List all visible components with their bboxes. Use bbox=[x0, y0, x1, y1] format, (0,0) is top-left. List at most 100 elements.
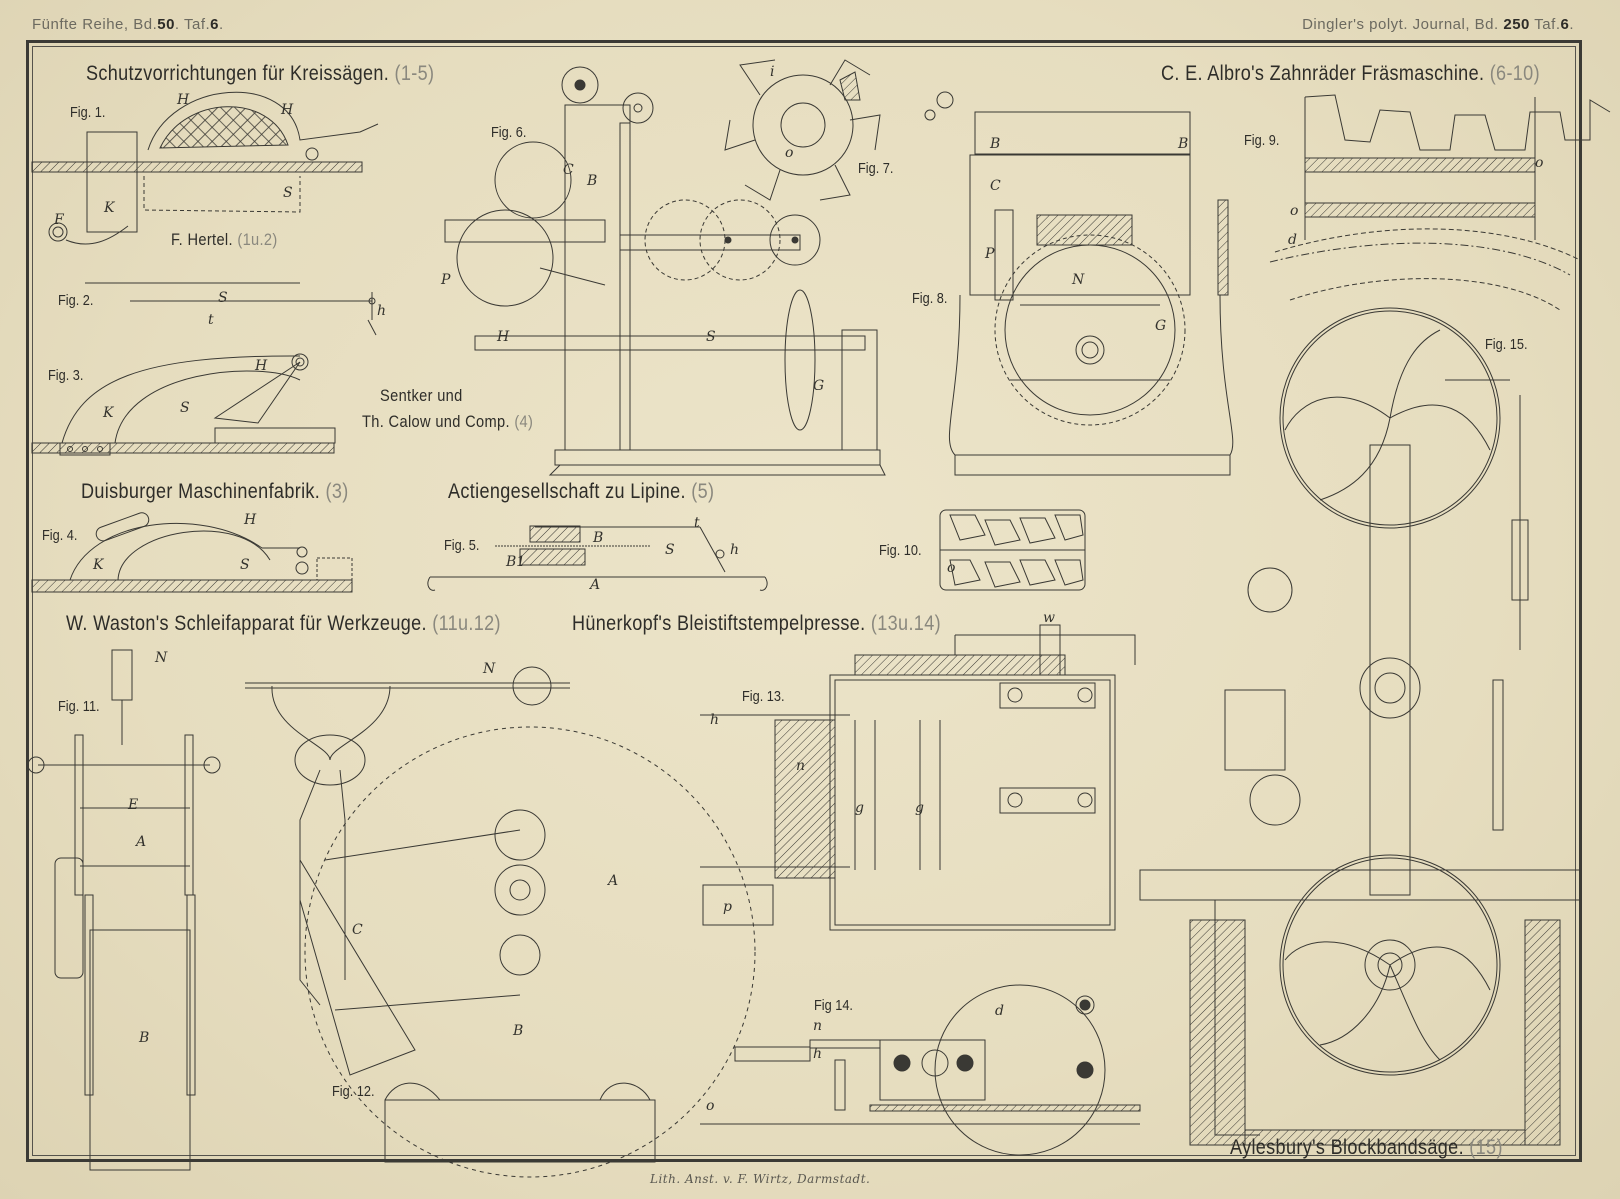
fig-label-13: Fig. 13. bbox=[742, 688, 785, 705]
part-label: t bbox=[208, 312, 214, 328]
part-label: n bbox=[796, 758, 806, 774]
part-label: p bbox=[723, 899, 732, 915]
part-label: B1 bbox=[506, 554, 526, 570]
title-ref: (11u.12) bbox=[432, 612, 501, 635]
plate-border bbox=[26, 40, 1582, 1162]
section-title-sentker: Sentker und bbox=[380, 386, 463, 406]
part-label: H bbox=[497, 329, 510, 345]
fig-label-6: Fig. 6. bbox=[491, 124, 527, 141]
title-text: Schutzvorrichtungen für Kreissägen. bbox=[86, 62, 390, 85]
section-title-circular-saw-guards: Schutzvorrichtungen für Kreissägen. (1-5… bbox=[86, 62, 434, 86]
plate-prefix: . Taf. bbox=[174, 16, 211, 33]
title-ref: (1u.2) bbox=[237, 230, 278, 249]
fig9-drawing bbox=[1270, 95, 1610, 310]
title-text: F. Hertel. bbox=[171, 230, 233, 249]
part-label: h bbox=[730, 542, 740, 558]
fig-label-2: Fig. 2. bbox=[58, 292, 94, 309]
part-label: o bbox=[1535, 155, 1544, 171]
part-label: o bbox=[706, 1098, 715, 1114]
part-label: d bbox=[995, 1003, 1004, 1019]
fig-label-1: Fig. 1. bbox=[70, 104, 106, 121]
fig5-drawing bbox=[428, 526, 767, 590]
section-title-huenerkopf: Hünerkopf's Bleistiftstempelpresse. (13u… bbox=[572, 612, 941, 636]
section-title-hertel: F. Hertel. (1u.2) bbox=[171, 230, 278, 250]
part-label: H bbox=[177, 92, 190, 108]
fig15-drawing bbox=[1140, 308, 1580, 1145]
part-label: h bbox=[813, 1046, 823, 1062]
part-label: F bbox=[54, 212, 64, 228]
fig-label-5: Fig. 5. bbox=[444, 537, 480, 554]
fig-label-10: Fig. 10. bbox=[879, 542, 922, 559]
section-title-aylesbury: Aylesbury's Blockbandsäge. (15) bbox=[1230, 1136, 1503, 1160]
fig7-drawing bbox=[725, 60, 880, 200]
fig-label-11: Fig. 11. bbox=[58, 698, 100, 715]
part-label: w bbox=[1043, 610, 1055, 626]
fig-label-8: Fig. 8. bbox=[912, 290, 948, 307]
part-label: C bbox=[990, 178, 1001, 194]
section-title-albro: C. E. Albro's Zahnräder Fräsmaschine. (6… bbox=[1161, 62, 1540, 86]
header-right: Dingler's polyt. Journal, Bd. 250 Taf.6. bbox=[1302, 16, 1574, 33]
title-text: Hünerkopf's Bleistiftstempelpresse. bbox=[572, 612, 866, 635]
section-title-lipine: Actiengesellschaft zu Lipine. (5) bbox=[448, 480, 714, 504]
part-label: S bbox=[218, 290, 228, 306]
title-ref: (3) bbox=[325, 480, 349, 503]
journal-text: Dingler's polyt. Journal, Bd. bbox=[1302, 16, 1499, 33]
part-label: C bbox=[352, 922, 363, 938]
title-ref: (1-5) bbox=[394, 62, 435, 85]
fig-label-12: Fig. 12. bbox=[332, 1083, 375, 1100]
part-label: A bbox=[136, 834, 147, 850]
part-label: E bbox=[128, 797, 139, 813]
section-title-waston: W. Waston's Schleifapparat für Werkzeuge… bbox=[66, 612, 501, 636]
section-title-duisburger: Duisburger Maschinenfabrik. (3) bbox=[81, 480, 349, 504]
part-label: S bbox=[665, 542, 675, 558]
title-text: Th. Calow und Comp. bbox=[362, 412, 510, 431]
journal-plate-number: 6 bbox=[1560, 16, 1570, 33]
title-text: Aylesbury's Blockbandsäge. bbox=[1230, 1136, 1464, 1159]
series-text: Fünfte Reihe, Bd. bbox=[32, 16, 158, 33]
fig11-drawing bbox=[28, 650, 220, 1170]
title-text: C. E. Albro's Zahnräder Fräsmaschine. bbox=[1161, 62, 1485, 85]
part-label: B bbox=[513, 1023, 524, 1039]
part-label: N bbox=[155, 650, 168, 666]
part-label: K bbox=[103, 405, 114, 421]
fig1-drawing bbox=[32, 92, 378, 244]
fig-label-4: Fig. 4. bbox=[42, 527, 78, 544]
plate-number: 6 bbox=[210, 16, 220, 33]
part-label: C bbox=[563, 162, 574, 178]
fig-label-9: Fig. 9. bbox=[1244, 132, 1280, 149]
title-ref: (6-10) bbox=[1489, 62, 1540, 85]
fig-label-3: Fig. 3. bbox=[48, 367, 84, 384]
part-label: g bbox=[915, 800, 924, 816]
part-label: h bbox=[710, 712, 720, 728]
part-label: H bbox=[281, 102, 294, 118]
part-label: G bbox=[813, 378, 825, 394]
fig-label-15: Fig. 15. bbox=[1485, 336, 1528, 353]
fig12-drawing bbox=[245, 667, 755, 1177]
title-ref: (15) bbox=[1469, 1136, 1503, 1159]
title-ref: (13u.14) bbox=[870, 612, 941, 635]
lithographer-credit: Lith. Anst. v. F. Wirtz, Darmstadt. bbox=[650, 1172, 871, 1186]
part-label: d bbox=[1288, 232, 1297, 248]
title-text: W. Waston's Schleifapparat für Werkzeuge… bbox=[66, 612, 427, 635]
fig6-drawing bbox=[445, 67, 885, 475]
part-label: o bbox=[1290, 203, 1299, 219]
fig13-drawing bbox=[700, 625, 1135, 930]
part-label: K bbox=[104, 200, 115, 216]
part-label: n bbox=[813, 1018, 823, 1034]
part-label: S bbox=[240, 557, 250, 573]
part-label: H bbox=[255, 358, 268, 374]
title-text: Duisburger Maschinenfabrik. bbox=[81, 480, 321, 503]
journal-volume: 250 bbox=[1503, 16, 1530, 33]
title-text: Actiengesellschaft zu Lipine. bbox=[448, 480, 686, 503]
part-label: B bbox=[587, 173, 598, 189]
part-label: H bbox=[244, 512, 257, 528]
part-label: B bbox=[1178, 136, 1189, 152]
part-label: B bbox=[593, 530, 604, 546]
journal-plate-prefix: Taf. bbox=[1529, 16, 1561, 33]
fig8-drawing bbox=[925, 92, 1233, 475]
part-label: S bbox=[706, 329, 716, 345]
fig-label-14: Fig 14. bbox=[814, 997, 853, 1014]
part-label: N bbox=[1072, 272, 1085, 288]
